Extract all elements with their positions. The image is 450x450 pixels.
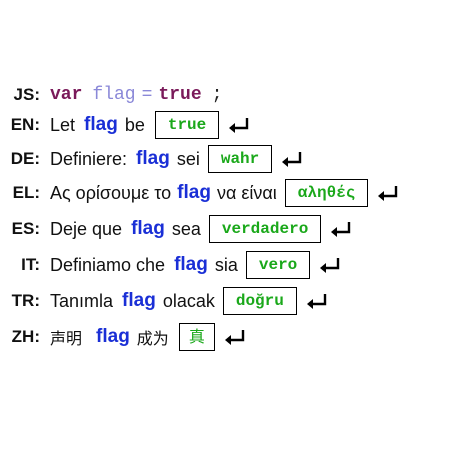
sentence-tr: Tanımla flag olacak doğru <box>50 286 329 316</box>
value-box: vero <box>245 251 311 279</box>
prefix-text: Definiere: <box>50 148 128 169</box>
flag-keyword: flag <box>177 182 211 203</box>
return-arrow-icon <box>320 258 340 273</box>
value-box: doğru <box>222 287 297 315</box>
value-box: wahr <box>207 145 273 173</box>
row-it: IT: Definiamo che flag sia vero <box>0 250 450 280</box>
prefix-text: Ας ορίσουμε το <box>50 182 172 203</box>
middle-text: sea <box>171 218 201 239</box>
prefix-text: 声明 <box>50 331 83 348</box>
flag-keyword: flag <box>136 148 170 169</box>
middle-text: be <box>124 114 145 135</box>
js-assign-operator: = <box>141 85 153 105</box>
lang-label-el: EL: <box>12 183 40 202</box>
row-zh: ZH: 声明 flag 成为 真 <box>0 322 450 352</box>
flag-keyword: flag <box>174 254 208 275</box>
row-tr: TR: Tanımla flag olacak doğru <box>0 286 450 316</box>
middle-text: sia <box>214 254 238 275</box>
sentence-el: Ας ορίσουμε το flag να είναι αληθές <box>50 178 400 208</box>
value-box: 真 <box>178 323 215 351</box>
prefix-text: Deje que <box>50 218 123 239</box>
lang-label-zh: ZH: <box>11 327 40 346</box>
row-en: EN: Let flag be true <box>0 110 450 140</box>
lang-label-en: EN: <box>10 115 40 134</box>
middle-text: να είναι <box>216 182 277 203</box>
js-identifier: flag <box>92 85 136 105</box>
lang-label-de: DE: <box>10 149 40 168</box>
lang-label-tr: TR: <box>11 291 40 310</box>
middle-text: sei <box>176 148 200 169</box>
return-arrow-icon <box>224 330 245 345</box>
return-arrow-icon <box>331 222 351 237</box>
middle-text: 成为 <box>136 331 169 348</box>
js-var-keyword: var <box>50 85 83 105</box>
value-box: true <box>154 111 220 139</box>
row-js: JS: var flag = true ; <box>0 80 450 110</box>
js-semicolon: ; <box>211 85 223 105</box>
js-code-line: var flag = true ; <box>50 80 222 110</box>
row-de: DE: Definiere: flag sei wahr <box>0 144 450 174</box>
prefix-text: Let <box>50 114 76 135</box>
middle-text: olacak <box>162 290 215 311</box>
flag-keyword: flag <box>84 114 118 135</box>
lang-label-es: ES: <box>11 219 40 238</box>
lang-label-it: IT: <box>21 255 40 274</box>
return-arrow-icon <box>378 186 398 201</box>
flag-keyword: flag <box>96 326 130 347</box>
sentence-en: Let flag be true <box>50 110 251 140</box>
flag-keyword: flag <box>122 290 156 311</box>
return-arrow-icon <box>306 294 327 309</box>
sentence-de: Definiere: flag sei wahr <box>50 144 304 174</box>
row-el: EL: Ας ορίσουμε το flag να είναι αληθές <box>0 178 450 208</box>
sentence-it: Definiamo che flag sia vero <box>50 250 342 280</box>
value-box: verdadero <box>208 215 322 243</box>
prefix-text: Tanımla <box>50 290 114 311</box>
sentence-es: Deje que flag sea verdadero <box>50 214 353 244</box>
return-arrow-icon <box>229 118 249 133</box>
flag-keyword: flag <box>131 218 165 239</box>
js-literal: true <box>158 85 202 105</box>
prefix-text: Definiamo che <box>50 254 166 275</box>
lang-label-js: JS: <box>13 85 40 104</box>
row-es: ES: Deje que flag sea verdadero <box>0 214 450 244</box>
return-arrow-icon <box>282 152 302 167</box>
sentence-zh: 声明 flag 成为 真 <box>50 322 247 352</box>
value-box: αληθές <box>284 179 369 207</box>
